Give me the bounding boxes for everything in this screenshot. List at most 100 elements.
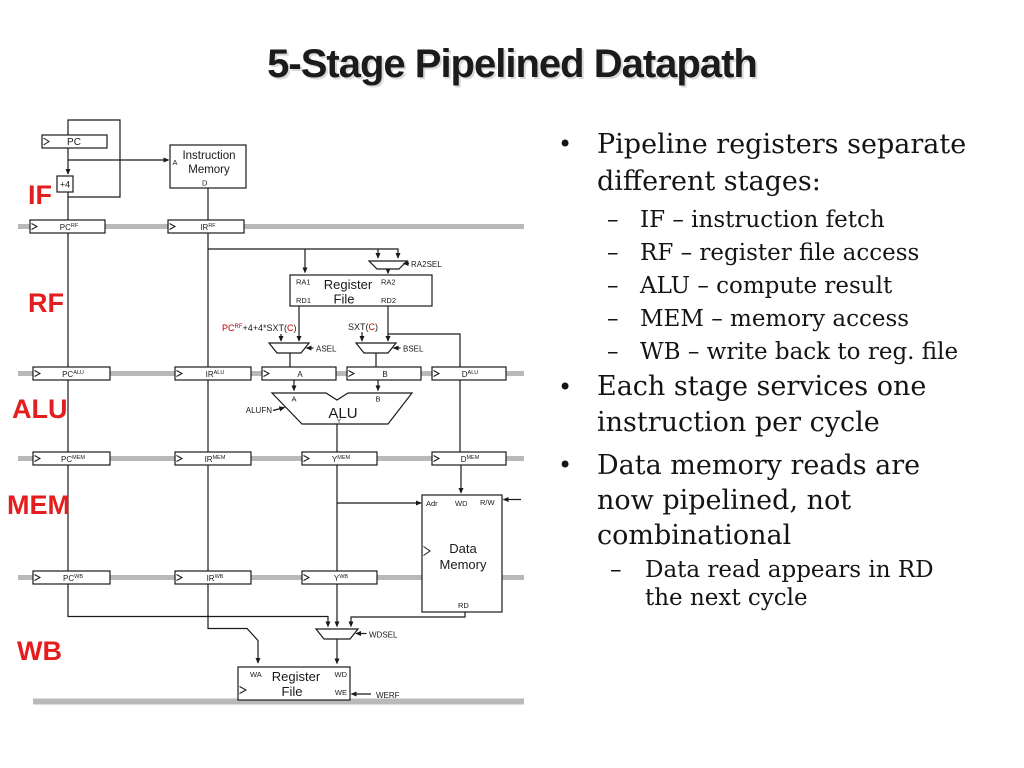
dmem-port-adr: Adr (426, 499, 438, 508)
sub-bullet: – MEM – memory access (607, 303, 1019, 336)
wbrf-port-wa: WA (250, 670, 262, 679)
pipeline-register-d-mem: DMEM (431, 451, 507, 466)
rf-port-ra2: RA2 (381, 278, 396, 287)
svg-text:IRALU: IRALU (206, 370, 225, 379)
wire (67, 584, 331, 628)
clock-icon (43, 137, 50, 146)
bullet-line: different stages: (597, 166, 821, 197)
wbrf-port-we: WE (335, 688, 347, 697)
dash-marker: – (610, 557, 622, 583)
pipeline-register-ir-rf: IRRF (167, 219, 245, 234)
pipeline-register-ir-wb: IRWB (174, 570, 252, 585)
bullet-item: • Data memory reads are now pipelined, n… (545, 448, 1019, 553)
bsel-label: BSEL (403, 345, 424, 354)
sub-bullet-text: Data read appears in RD the next cycle (645, 556, 934, 612)
wire (388, 333, 461, 367)
sub-bullet-line: the next cycle (645, 585, 808, 611)
sub-bullet-list: – IF – instruction fetch – RF – register… (545, 204, 1019, 369)
wires (65, 119, 521, 697)
sub-bullet: – IF – instruction fetch (607, 204, 1019, 237)
wdsel-label: WDSEL (369, 631, 398, 640)
data-memory-label: Data (449, 541, 477, 556)
bullet-line: Pipeline registers separate (597, 129, 967, 160)
svg-text:YWB: YWB (334, 574, 349, 583)
dash-marker: – (607, 339, 619, 365)
alufn-label: ALUFN (246, 406, 272, 415)
instruction-memory-box (169, 144, 247, 189)
wb-register-file-label: Register (272, 669, 321, 684)
bsel-mux (354, 342, 398, 354)
bullet-line: Data memory reads are (597, 450, 921, 481)
imem-port-a: A (173, 158, 178, 167)
werf-label: WERF (376, 691, 400, 700)
datapath-diagram: PC +4 Instruction Memory A D PCRF IRRF P… (7, 119, 524, 705)
stage-labels: IF RF ALU MEM WB (7, 180, 70, 666)
sub-bullet-line: Data read appears in RD (645, 557, 934, 583)
muxes (267, 260, 409, 640)
instruction-memory-label: Instruction (182, 150, 235, 162)
bullet-line: Each stage services one (597, 371, 927, 402)
pipeline-register-y-wb: YWB (301, 570, 378, 585)
sub-bullet: – RF – register file access (607, 237, 1019, 270)
svg-text:YMEM: YMEM (332, 455, 351, 464)
wire-alufn (272, 406, 286, 412)
pipeline-registers: PCRF IRRF PCALU IRALU A B DALU PCMEM (29, 219, 507, 585)
stage-label-wb: WB (17, 636, 62, 666)
wire-pc-feedback (67, 119, 121, 198)
plus4-label: +4 (60, 180, 70, 190)
pipeline-register-ir-mem: IRMEM (174, 451, 252, 466)
pipeline-register-b: B (346, 366, 422, 381)
dash-marker: – (607, 207, 619, 233)
pipeline-register-pc-wb: PCWB (32, 570, 111, 585)
pipeline-register-d-alu: DALU (431, 366, 507, 381)
ra2sel-label: RA2SEL (411, 260, 442, 269)
stage-label-if: IF (28, 180, 52, 210)
pipeline-register-y-mem: YMEM (301, 451, 378, 466)
bullet-item: • Each stage services one instruction pe… (545, 369, 1019, 441)
bullet-item: • Pipeline registers separate different … (545, 126, 1019, 200)
asel-label: ASEL (316, 345, 337, 354)
bullet-panel: • Pipeline registers separate different … (545, 126, 1019, 612)
svg-text:A: A (297, 370, 303, 379)
alu-label: ALU (328, 405, 357, 422)
pipeline-register-pc-alu: PCALU (32, 366, 111, 381)
register-file-label: Register (324, 277, 373, 292)
bullet-marker: • (558, 130, 573, 158)
imem-port-d: D (202, 179, 208, 188)
rf-port-rd1: RD1 (296, 296, 311, 305)
sub-bullet-text: MEM – memory access (640, 306, 910, 332)
ra2sel-mux (367, 260, 409, 270)
sub-bullet-text: RF – register file access (640, 240, 920, 266)
wire (208, 248, 401, 259)
register-file-label: File (334, 292, 355, 307)
dmem-port-rd: RD (458, 601, 469, 610)
mem-stage: Adr WD R/W Data Memory RD (421, 494, 503, 613)
clock-icon (239, 686, 248, 694)
dmem-port-wd: WD (455, 499, 468, 508)
wdsel-mux (314, 628, 360, 640)
dmem-port-rw: R/W (480, 498, 496, 507)
alu-port-y: Y (337, 418, 342, 425)
wbrf-port-wd: WD (335, 670, 348, 679)
pc-register (41, 134, 108, 149)
sxt-formula: SXT(C) (348, 322, 378, 332)
register-file-box (289, 274, 433, 307)
bullet-marker: • (558, 373, 573, 401)
rf-port-rd2: RD2 (381, 296, 396, 305)
slide-title: 5-Stage Pipelined Datapath (267, 42, 758, 86)
data-memory-label: Memory (440, 557, 487, 572)
dash-marker: – (607, 306, 619, 332)
pipeline-register-a: A (261, 366, 337, 381)
dash-marker: – (607, 240, 619, 266)
rf-stage: RA1 RA2 RD1 RD2 Register File PCRF+4+4*S… (222, 260, 442, 354)
bullet-text: Data memory reads are now pipelined, not… (597, 448, 920, 553)
wb-stage: WA WD WE Register File WDSEL WERF (237, 631, 400, 701)
alu-stage: ALU A B Y ALUFN (246, 392, 414, 425)
dash-marker: – (607, 273, 619, 299)
sub-bullet-text: ALU – compute result (640, 273, 893, 299)
pipeline-register-pc-mem: PCMEM (32, 451, 111, 466)
svg-text:PCWB: PCWB (63, 574, 83, 583)
svg-text:PCALU: PCALU (62, 370, 84, 379)
pipeline-register-ir-alu: IRALU (174, 366, 252, 381)
